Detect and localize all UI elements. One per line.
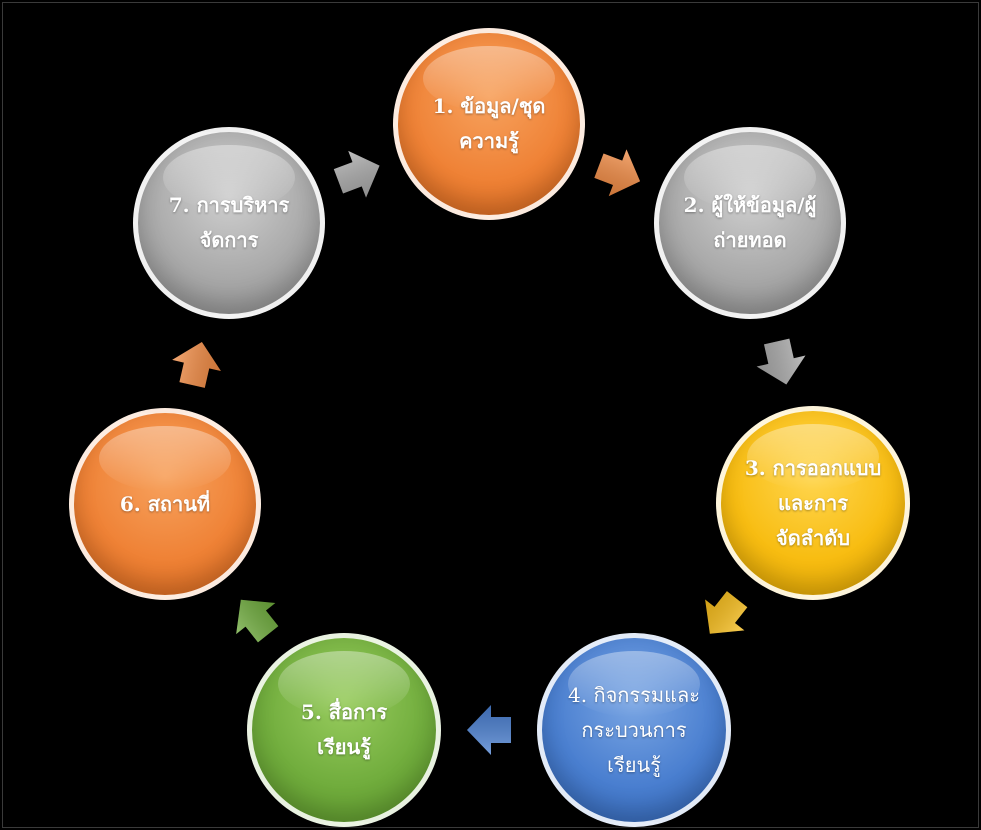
cycle-arrow-2-shade (756, 338, 806, 385)
cycle-node-5-line-2: เรียนรู้ (317, 735, 371, 759)
cycle-node-3-line-2: และการ (778, 490, 848, 515)
cycle-arrow-4 (467, 705, 511, 755)
cycle-node-6-label: 6. สถานที่ (120, 487, 210, 522)
cycle-node-4: 4. กิจกรรมและ กระบวนการ เรียนรู้ (537, 633, 731, 827)
cycle-node-6: 6. สถานที่ (69, 408, 261, 600)
cycle-node-4-label: 4. กิจกรรมและ กระบวนการ เรียนรู้ (568, 678, 700, 783)
cycle-arrow-1-shade (594, 149, 641, 197)
cycle-node-3-label: 3. การออกแบบ และการ จัดลำดับ (745, 451, 881, 556)
cycle-node-7-line-2: จัดการ (199, 228, 259, 252)
cycle-arrow-2 (756, 338, 806, 385)
cycle-arrow-1 (594, 149, 641, 197)
cycle-arrow-6-shade (172, 342, 221, 388)
cycle-node-7: 7. การบริหาร จัดการ (133, 127, 325, 319)
cycle-node-2-line-1: 2. ผู้ให้ข้อมูล/ผู้ (683, 193, 817, 217)
cycle-node-2-line-2: ถ่ายทอด (713, 228, 787, 252)
cycle-arrow-5 (236, 599, 279, 643)
cycle-node-5-line-1: 5. สื่อการ (300, 700, 388, 724)
cycle-node-5: 5. สื่อการ เรียนรู้ (247, 633, 441, 827)
cycle-node-7-label: 7. การบริหาร จัดการ (169, 188, 290, 258)
cycle-node-2-label: 2. ผู้ให้ข้อมูล/ผู้ ถ่ายทอด (684, 188, 817, 258)
cycle-arrow-3-shade (705, 591, 748, 634)
cycle-node-3: 3. การออกแบบ และการ จัดลำดับ (716, 406, 910, 600)
cycle-arrow-5-shade (236, 599, 279, 643)
cycle-node-3-line-3: จัดลำดับ (776, 525, 850, 550)
cycle-node-6-line-1: 6. สถานที่ (119, 491, 211, 516)
cycle-arrow-3 (705, 591, 748, 634)
cycle-arrow-7-shade (333, 150, 380, 198)
cycle-node-1-line-2: ความรู้ (459, 129, 519, 153)
cycle-node-4-line-2: กระบวนการ (581, 717, 687, 742)
cycle-node-1-line-1: 1. ข้อมูล/ชุด (432, 94, 546, 118)
cycle-node-7-line-1: 7. การบริหาร (168, 193, 290, 217)
cycle-node-4-line-1: 4. กิจกรรมและ (568, 682, 700, 707)
cycle-node-4-line-3: เรียนรู้ (607, 752, 661, 777)
cycle-node-5-label: 5. สื่อการ เรียนรู้ (301, 695, 387, 765)
cycle-node-1: 1. ข้อมูล/ชุด ความรู้ (393, 28, 585, 220)
cycle-node-2: 2. ผู้ให้ข้อมูล/ผู้ ถ่ายทอด (654, 127, 846, 319)
cycle-arrow-6 (172, 342, 221, 388)
cycle-arrow-4-shade (467, 705, 511, 755)
cycle-arrow-7 (333, 150, 380, 198)
cycle-node-1-label: 1. ข้อมูล/ชุด ความรู้ (433, 89, 546, 159)
cycle-node-3-line-1: 3. การออกแบบ (744, 455, 882, 480)
